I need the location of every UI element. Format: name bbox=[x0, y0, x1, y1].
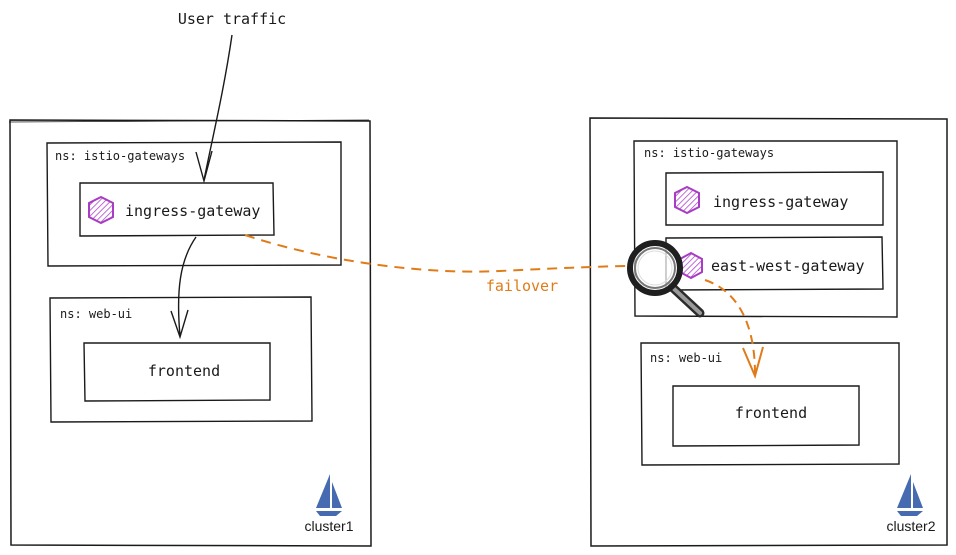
magnifying-glass-icon bbox=[627, 240, 705, 318]
istio-sail-icon bbox=[897, 474, 923, 516]
cluster1-ingress-gateway-box bbox=[79, 182, 275, 237]
cluster2-ingress-gateway-box bbox=[665, 171, 884, 226]
cluster2-ns-web-ui-label: ns: web-ui bbox=[650, 351, 722, 365]
user-traffic-arrow bbox=[195, 34, 233, 184]
cluster1-ns-web-ui bbox=[49, 296, 313, 423]
user-traffic-label: User traffic bbox=[178, 10, 286, 28]
cluster2-frontend-box bbox=[672, 385, 860, 447]
cluster2-ns-web-ui bbox=[640, 342, 900, 466]
cluster2-ingress-gateway-label: ingress-gateway bbox=[713, 193, 848, 211]
cluster1-frontend-label: frontend bbox=[148, 362, 220, 380]
cluster1-box bbox=[8, 119, 372, 547]
hexagon-icon bbox=[679, 251, 703, 280]
cluster2-east-west-gateway-label: east-west-gateway bbox=[711, 257, 865, 275]
cluster1-name: cluster1 bbox=[304, 518, 353, 534]
cluster2-box bbox=[589, 117, 948, 547]
cluster2-name: cluster2 bbox=[886, 518, 935, 534]
gateway-to-frontend-arrow bbox=[170, 236, 197, 340]
cluster1-frontend-box bbox=[83, 342, 271, 402]
istio-sail-icon bbox=[316, 474, 342, 516]
hexagon-icon bbox=[88, 195, 114, 225]
cluster1-ns-istio-gateways bbox=[46, 141, 342, 267]
hexagon-icon bbox=[674, 185, 700, 215]
cluster2-ns-istio-gateways-label: ns: istio-gateways bbox=[644, 146, 774, 160]
east-west-to-frontend-arrow bbox=[704, 279, 764, 380]
cluster2-frontend-label: frontend bbox=[735, 404, 807, 422]
cluster1-ns-istio-gateways-label: ns: istio-gateways bbox=[55, 149, 185, 163]
cluster1-ns-web-ui-label: ns: web-ui bbox=[60, 307, 132, 321]
failover-arrow bbox=[244, 234, 629, 273]
failover-label: failover bbox=[486, 277, 558, 295]
cluster1-ingress-gateway-label: ingress-gateway bbox=[125, 202, 260, 220]
